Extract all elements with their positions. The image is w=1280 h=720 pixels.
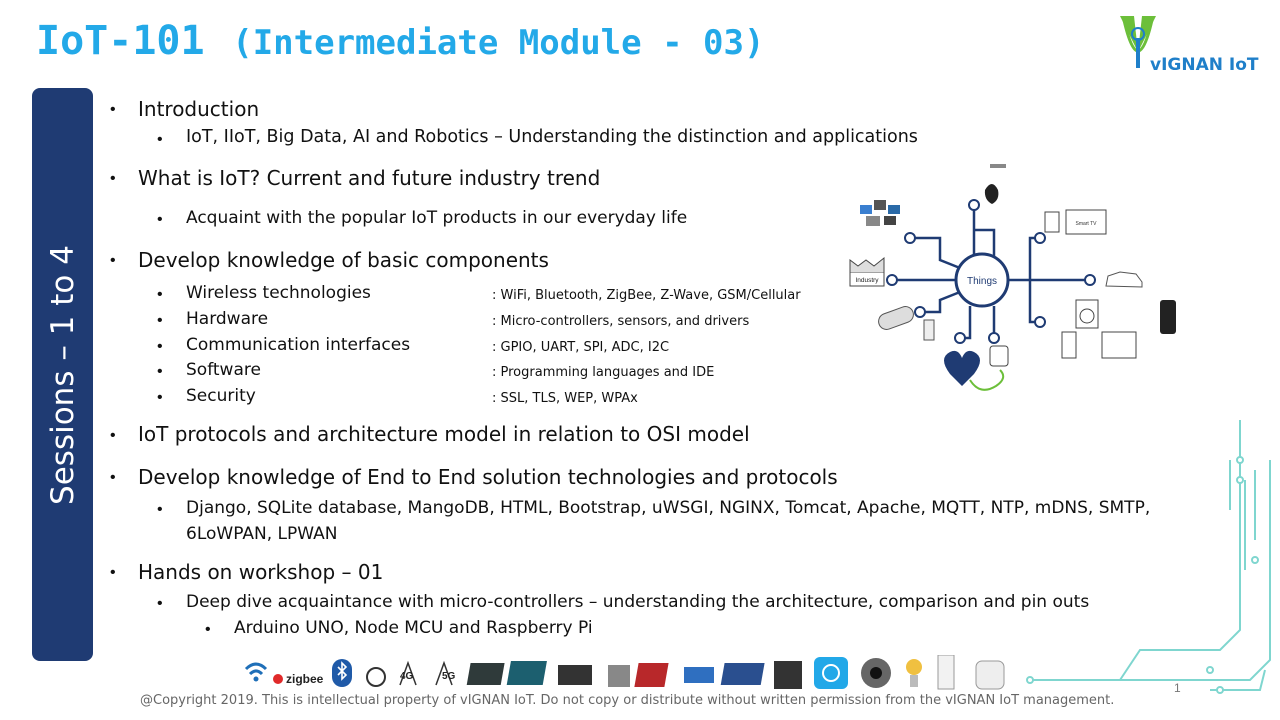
diagram-hub-label: Things: [967, 276, 997, 287]
car-icon: [1105, 271, 1143, 288]
agenda-item-workshop: Hands on workshop – 01: [138, 560, 384, 584]
oven-icon: [1101, 331, 1137, 359]
bullet: •: [157, 501, 163, 518]
stethoscope-icon: [969, 369, 1005, 391]
agenda-subitem-workshop: Deep dive acquaintance with micro-contro…: [186, 592, 1090, 612]
bullet: •: [157, 338, 163, 355]
appliance-icon: [1061, 331, 1077, 359]
agenda-subitem-intro: IoT, IIoT, Big Data, AI and Robotics – U…: [186, 127, 918, 147]
flame-icon: [984, 184, 999, 204]
relay-icon: [684, 667, 714, 683]
plug-icon: [975, 660, 1005, 690]
bullet: •: [110, 170, 116, 187]
title-main: IoT-101: [36, 18, 205, 64]
tech-icon-strip: zigbee 4G 5G: [244, 655, 1005, 690]
driver-board-icon: [634, 663, 669, 687]
agenda-item-protocols: IoT protocols and architecture model in …: [138, 422, 750, 446]
component-name: Software: [186, 360, 261, 380]
4g-label: 4G: [400, 671, 414, 682]
page-title: IoT-101 (Intermediate Module - 03): [36, 18, 764, 78]
vignan-logo-icon: [1120, 16, 1156, 68]
valve-icon: [774, 661, 802, 689]
smart-tv-icon: [1065, 209, 1107, 235]
zigbee-icon: [273, 674, 283, 684]
camera-icon: [878, 306, 914, 330]
agenda-item-what: What is IoT? Current and future industry…: [138, 166, 601, 190]
component-name: Security: [186, 386, 256, 406]
wifi-icon: [244, 662, 268, 682]
5g-label: 5G: [442, 671, 456, 682]
bullet: •: [157, 363, 163, 380]
hub-icon: [814, 657, 848, 689]
sessions-sidebar: Sessions – 1 to 4: [32, 88, 93, 661]
factory-icon: [849, 256, 885, 272]
watch-icon: [989, 345, 1009, 367]
heart-icon: [944, 350, 980, 386]
arduino-board-icon: [506, 661, 547, 685]
bullet: •: [157, 595, 163, 612]
component-desc: : Micro-controllers, sensors, and driver…: [492, 314, 750, 329]
bullet: •: [110, 252, 116, 269]
tv-label: Smart TV: [1075, 221, 1097, 227]
4g-icon: [399, 660, 417, 686]
agenda-item-intro: Introduction: [138, 97, 260, 121]
bullet: •: [157, 131, 163, 148]
component-desc: : Programming languages and IDE: [492, 365, 715, 380]
diagram-industry-label: Industry: [855, 277, 879, 284]
agenda-item-end-to-end: Develop knowledge of End to End solution…: [138, 465, 838, 489]
zwave-icon: [366, 667, 386, 687]
door-lock-icon: [923, 319, 935, 341]
iot-things-diagram: Things Industry Smart TV: [849, 164, 1176, 391]
bullet: •: [205, 621, 211, 638]
tap-icon: [990, 164, 1006, 168]
component-desc: : WiFi, Bluetooth, ZigBee, Z-Wave, GSM/C…: [492, 288, 801, 303]
relay-board-icon: [720, 663, 765, 685]
bullet: •: [110, 427, 116, 444]
fridge-icon: [1044, 211, 1060, 233]
component-name: Wireless technologies: [186, 283, 371, 303]
circuit-decoration-icon: [1026, 420, 1271, 694]
washer-icon: [1075, 299, 1099, 329]
bullet: •: [110, 564, 116, 581]
agenda-subsubitem-workshop: Arduino UNO, Node MCU and Raspberry Pi: [234, 618, 593, 638]
logo-text: vIGNAN IoT: [1150, 55, 1259, 75]
bullet: •: [157, 389, 163, 406]
agenda-subitem-what: Acquaint with the popular IoT products i…: [186, 208, 688, 228]
esp-board-icon: [558, 665, 592, 685]
devices-cluster-icon: [860, 200, 900, 226]
stepper-motor-icon: [608, 665, 630, 687]
agenda-subitem-end-to-end-cont: 6LoWPAN, LPWAN: [186, 524, 338, 544]
component-name: Communication interfaces: [186, 335, 411, 355]
smartphone-icon: [1160, 300, 1176, 334]
switch-icon: [937, 655, 955, 690]
component-name: Hardware: [186, 309, 269, 329]
agenda-subitem-end-to-end: Django, SQLite database, MangoDB, HTML, …: [186, 498, 1151, 518]
5g-icon: [435, 660, 453, 686]
bullet: •: [157, 312, 163, 329]
bullet: •: [157, 286, 163, 303]
copyright-text: @Copyright 2019. This is intellectual pr…: [140, 693, 1115, 708]
component-desc: : GPIO, UART, SPI, ADC, I2C: [492, 340, 670, 355]
bulb-icon: [906, 659, 922, 675]
bullet: •: [110, 469, 116, 486]
agenda-item-develop: Develop knowledge of basic components: [138, 248, 549, 272]
page-number: 1: [1174, 681, 1181, 695]
title-sub: (Intermediate Module - 03): [232, 23, 765, 63]
bullet: •: [110, 101, 116, 118]
component-desc: : SSL, TLS, WEP, WPAx: [492, 391, 638, 406]
bullet: •: [157, 211, 163, 228]
zigbee-label: zigbee: [286, 672, 324, 686]
board-icon: [466, 663, 505, 685]
